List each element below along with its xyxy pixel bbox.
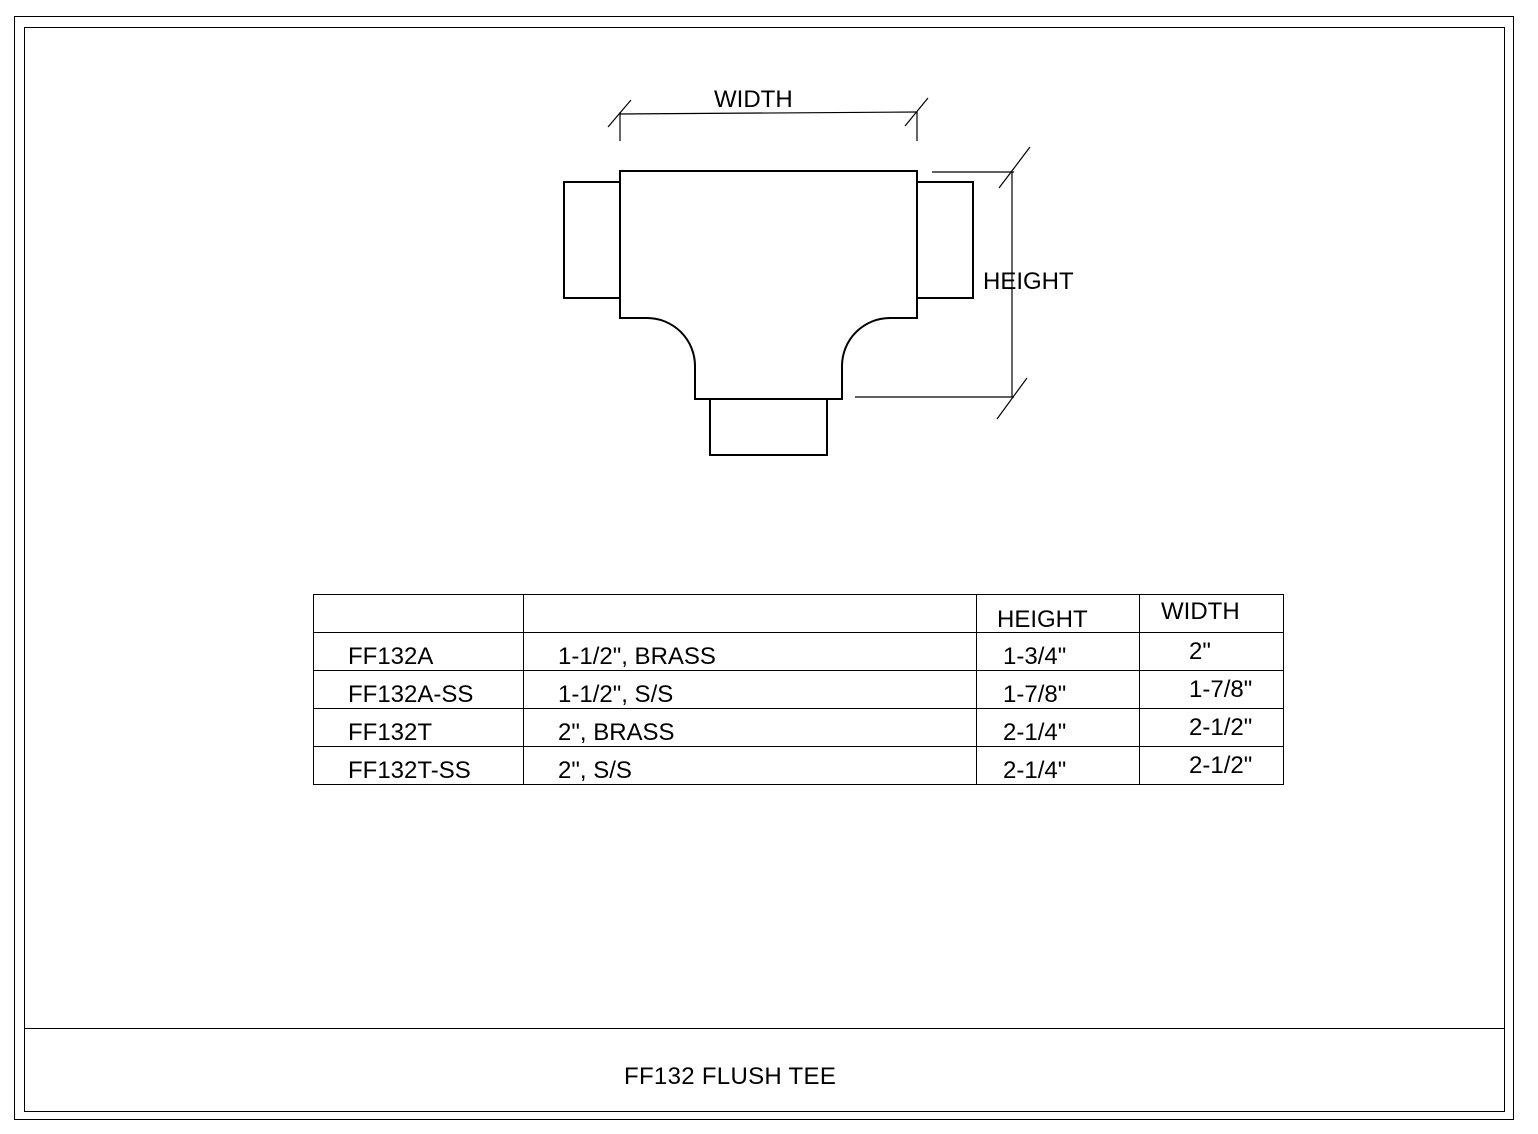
drawing-border-inner [24,27,1505,1112]
title-block-divider [24,1028,1505,1029]
table-row: FF132T 2", BRASS 2-1/4" 2-1/2" [313,708,1284,747]
height-dimension-label: HEIGHT [983,268,1074,295]
part-number-cell: FF132T-SS [313,746,524,785]
drawing-border-outer [14,16,1514,1120]
height-tick-bottom [996,377,1028,420]
description-cell: 1-1/2", BRASS [523,632,977,671]
bottom-socket [709,398,828,456]
width-tick-right [904,97,929,127]
height-cell: 1-3/4" [976,632,1140,671]
right-socket [916,181,974,299]
left-socket [563,181,621,299]
width-cell: 2" [1139,632,1284,671]
part-number-cell: FF132T [313,708,524,747]
header-cell [523,594,977,633]
description-cell: 2", BRASS [523,708,977,747]
header-cell-height: HEIGHT [976,594,1140,633]
drawing-title: FF132 FLUSH TEE [624,1063,837,1090]
width-dimension-line [619,111,918,115]
part-number-cell: FF132A [313,632,524,671]
header-cell-width: WIDTH [1139,594,1284,633]
table-header-row: HEIGHT WIDTH [313,594,1284,633]
width-cell: 2-1/2" [1139,708,1284,747]
part-number-cell: FF132A-SS [313,670,524,709]
size-table: HEIGHT WIDTH FF132A 1-1/2", BRASS 1-3/4"… [313,594,1284,785]
height-tick-top [998,146,1031,189]
description-cell: 2", S/S [523,746,977,785]
width-cell: 1-7/8" [1139,670,1284,709]
width-cell: 2-1/2" [1139,746,1284,785]
height-cell: 1-7/8" [976,670,1140,709]
width-tick-left [607,99,632,128]
height-cell: 2-1/4" [976,708,1140,747]
height-cell: 2-1/4" [976,746,1140,785]
table-row: FF132A-SS 1-1/2", S/S 1-7/8" 1-7/8" [313,670,1284,709]
table-row: FF132A 1-1/2", BRASS 1-3/4" 2" [313,632,1284,671]
description-cell: 1-1/2", S/S [523,670,977,709]
width-dimension-label: WIDTH [714,86,793,113]
table-row: FF132T-SS 2", S/S 2-1/4" 2-1/2" [313,746,1284,785]
tee-body-outline [619,170,918,400]
header-cell [313,594,524,633]
